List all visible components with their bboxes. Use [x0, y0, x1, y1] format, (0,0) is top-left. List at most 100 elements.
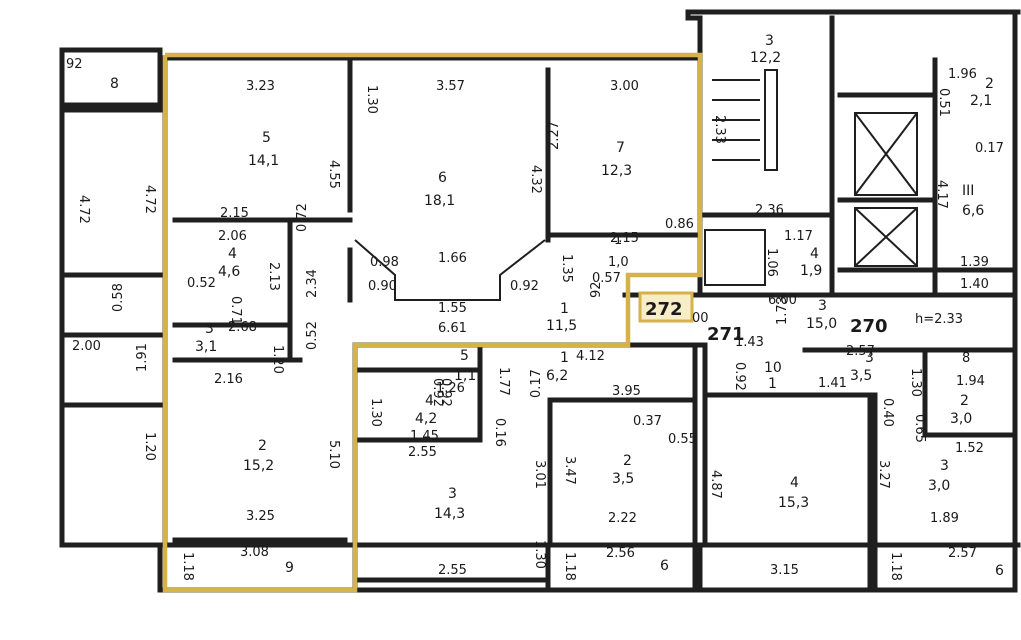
dimension-label: 2.33: [712, 115, 727, 144]
room-8-number: 8: [110, 76, 119, 92]
dimension-label: 2.36: [755, 203, 784, 218]
dimension-label: 1.17: [784, 229, 813, 244]
dimension-label: 3.27: [876, 460, 891, 489]
dimension-label: 0.57: [592, 271, 621, 286]
dimension-label: 2.57: [846, 344, 875, 359]
dimension-label: 3.23: [246, 79, 275, 94]
room-1b-number: 1: [560, 350, 569, 366]
room-5b-area: 1,1: [454, 368, 476, 384]
dimension-label: 2.22: [608, 511, 637, 526]
room-7-number: 7: [616, 140, 625, 156]
dimension-label: 2.68: [228, 320, 257, 335]
room-6-area: 18,1: [424, 193, 455, 209]
dimension-label: 3.57: [436, 79, 465, 94]
room-2lift-area: 2,1: [970, 93, 992, 109]
dimension-label: 1.18: [562, 552, 577, 581]
room-4c-area: 15,3: [778, 495, 809, 511]
dimension-label: 3.47: [562, 456, 577, 485]
dimension-label: 3.08: [240, 545, 269, 560]
room-3a-number: 3: [205, 321, 214, 337]
dimension-label: 3.15: [770, 563, 799, 578]
staircase: [712, 69, 778, 171]
dimension-label: 00: [692, 311, 709, 326]
dimension-label: 1.66: [438, 251, 467, 266]
apartment-highlight-outline: [162, 52, 703, 593]
room-5-number: 5: [262, 130, 271, 146]
dimension-label: 1.77: [496, 367, 511, 396]
dimension-label: 0.65: [912, 414, 927, 443]
dimension-label: 3.95: [612, 384, 641, 399]
dimension-labels: 3.23 3.57 3.00 4.55 1.30 2.27 4.32 4.72 …: [72, 67, 1004, 581]
apartment-272-badge: [638, 291, 694, 323]
room-1b-area: 6,2: [546, 368, 568, 384]
dimension-label: 6.61: [438, 321, 467, 336]
room-2b-number: 2: [623, 453, 632, 469]
dimension-label: 3.25: [246, 509, 275, 524]
dimension-label: 2.56: [606, 546, 635, 561]
room-3corr-area: 15,0: [806, 316, 837, 332]
dimension-label: 3.01: [532, 460, 547, 489]
dimension-label: 0.92: [438, 378, 453, 407]
room-9-number: 9: [285, 560, 294, 576]
room-5b-number: 5: [460, 348, 469, 364]
room-6b-number: 6: [660, 558, 669, 574]
dimension-label: 0.58: [111, 283, 126, 312]
room-6-number: 6: [438, 170, 447, 186]
room-2a-area: 15,2: [243, 458, 274, 474]
dimension-label: 4.87: [708, 470, 723, 499]
corner-label: 92: [66, 57, 83, 72]
dimension-label: 4.17: [934, 180, 949, 209]
room-3stair-number: 3: [765, 33, 774, 49]
apartment-number-271: 271: [707, 324, 745, 345]
apartment-number-270: 270: [850, 316, 888, 337]
dimension-label: 2.06: [218, 229, 247, 244]
dimension-label: 4.55: [326, 160, 341, 189]
room-1a-area: 11,5: [546, 318, 577, 334]
dimension-label: 1.39: [960, 255, 989, 270]
dimension-label: 0.92: [510, 279, 539, 294]
dimension-label: 0.37: [633, 414, 662, 429]
dimension-label: 2.57: [948, 546, 977, 561]
room-4b-number: 4: [425, 393, 434, 409]
dimension-label: 1.30: [908, 368, 923, 397]
dimension-label: 0.98: [370, 255, 399, 270]
room-10-area: 1: [768, 376, 777, 392]
dimension-label: 0.92: [430, 378, 445, 407]
dimension-label: 2.15: [610, 231, 639, 246]
dimension-label: 1.94: [956, 374, 985, 389]
dimension-label: 0.90: [368, 279, 397, 294]
dimension-label: 1.45: [410, 429, 439, 444]
room-2c-number: 2: [960, 393, 969, 409]
interior-walls: [59, 15, 1018, 583]
room-1small-number: 1: [614, 233, 622, 248]
room-8c-number: 8: [962, 351, 970, 366]
room-10-number: 10: [764, 360, 782, 376]
dimension-label: 1.55: [438, 301, 467, 316]
dimension-label: 1.06: [764, 248, 779, 277]
dimension-label: 92: [589, 281, 604, 298]
dimension-label: 1.96: [948, 67, 977, 82]
room-3c-number: 3: [865, 350, 874, 366]
dimension-label: 0.92: [732, 362, 747, 391]
dimension-label: 2.55: [438, 563, 467, 578]
dimension-label: 4.72: [76, 195, 91, 224]
dimension-label: 4.32: [528, 165, 543, 194]
room-4lift-number: 4: [810, 246, 819, 262]
dimension-label: 0.72: [295, 203, 310, 232]
room-2lift-number: 2: [985, 76, 994, 92]
dimension-label: 5.10: [326, 440, 341, 469]
room-3stair-area: 12,2: [750, 50, 781, 66]
room-4b-area: 4,2: [415, 411, 437, 427]
dimension-label: 4.12: [576, 349, 605, 364]
dimension-label: 6.00: [768, 293, 797, 308]
dimension-label: 0.52: [187, 276, 216, 291]
room-2b-area: 3,5: [612, 471, 634, 487]
dimension-label: 0.40: [880, 398, 895, 427]
dimension-label: 2.27: [547, 121, 562, 150]
dimension-label: 1.26: [436, 381, 465, 396]
room-2a-number: 2: [258, 438, 267, 454]
dimension-label: 0.17: [975, 141, 1004, 156]
room-3b-area: 14,3: [434, 506, 465, 522]
room-4a-number: 4: [228, 246, 237, 262]
